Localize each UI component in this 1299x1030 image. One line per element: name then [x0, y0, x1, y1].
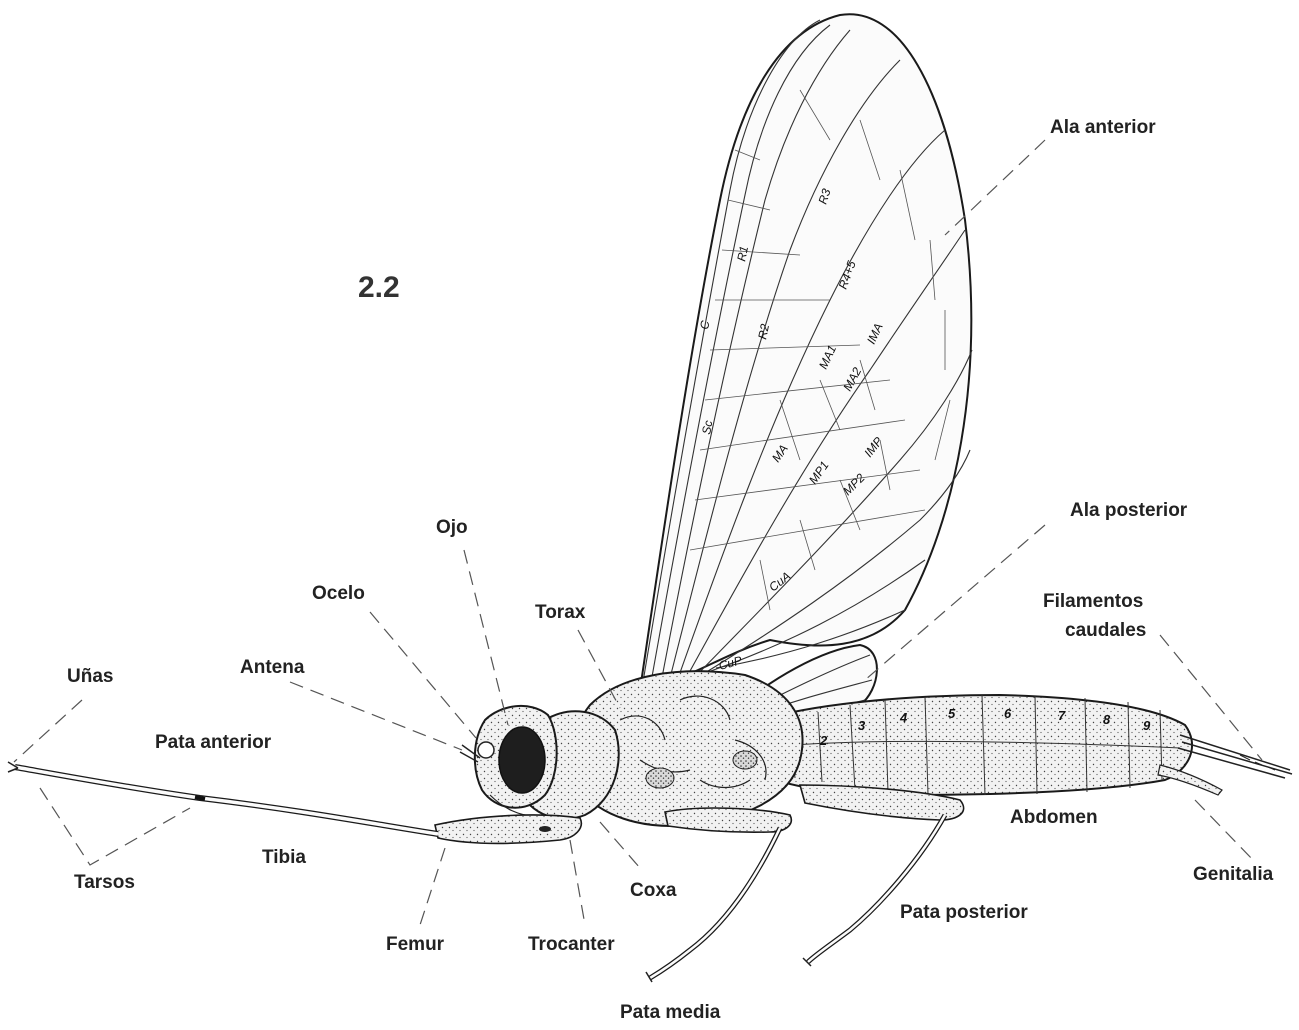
label-ala-anterior: Ala anterior	[1050, 117, 1156, 138]
label-caudales: caudales	[1065, 620, 1146, 641]
segment-label-7: 7	[1058, 708, 1066, 723]
label-pata-media: Pata media	[620, 1002, 721, 1023]
ocellus	[478, 742, 494, 758]
label-antena: Antena	[240, 657, 305, 678]
head	[475, 706, 619, 819]
segment-label-4: 4	[899, 710, 908, 725]
compound-eye	[499, 727, 545, 793]
label-ala-posterior: Ala posterior	[1070, 500, 1188, 521]
label-femur: Femur	[386, 934, 445, 955]
label-filamentos: Filamentos	[1043, 591, 1143, 612]
label-ojo: Ojo	[436, 517, 468, 538]
figure-number: 2.2	[358, 271, 400, 304]
label-ocelo: Ocelo	[312, 583, 365, 604]
abdomen: 1 2 3 4 5 6 7 8 9	[745, 695, 1192, 795]
label-torax: Torax	[535, 602, 586, 623]
forewing: C Sc R1 R2 R3 R4+5 IMA MA1 MA2 MA MP1 IM…	[640, 14, 972, 690]
label-trocanter: Trocanter	[528, 934, 615, 955]
genitalia-structure	[1158, 765, 1222, 795]
label-tibia: Tibia	[262, 847, 306, 868]
vein-label-sc: Sc	[699, 419, 715, 435]
segment-label-2: 2	[819, 733, 828, 748]
label-abdomen: Abdomen	[1010, 807, 1098, 828]
segment-label-9: 9	[1143, 718, 1151, 733]
label-pata-posterior: Pata posterior	[900, 902, 1028, 923]
segment-label-3: 3	[858, 718, 866, 733]
label-coxa: Coxa	[630, 880, 677, 901]
segment-label-8: 8	[1103, 712, 1111, 727]
segment-label-5: 5	[948, 706, 956, 721]
label-genitalia: Genitalia	[1193, 864, 1274, 885]
label-pata-anterior: Pata anterior	[155, 732, 272, 753]
hind-leg	[800, 785, 964, 966]
label-unas: Uñas	[67, 666, 113, 687]
caudal-filaments	[1178, 735, 1292, 778]
segment-label-6: 6	[1004, 706, 1012, 721]
label-tarsos: Tarsos	[74, 872, 135, 893]
